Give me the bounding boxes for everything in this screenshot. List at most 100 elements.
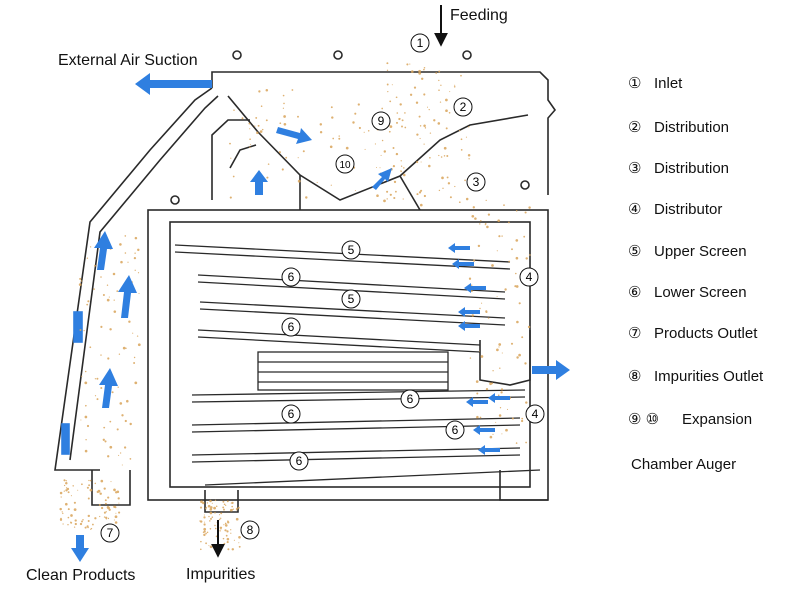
grain-dot: [418, 72, 422, 75]
legend-text: Inlet: [654, 75, 683, 92]
marker-7-text: 7: [107, 526, 114, 540]
marker-5a: 5: [341, 240, 361, 260]
grain-dot: [449, 91, 451, 93]
grain-dot: [81, 375, 83, 377]
grain-dot: [88, 484, 91, 487]
grain-dot: [59, 491, 63, 495]
grain-dot: [433, 119, 436, 122]
grain-dot: [222, 506, 225, 509]
grain-dot: [65, 487, 68, 489]
grain-dot: [227, 548, 230, 551]
part-markers: 1 2 3 4 4 5 5 6 6 6 6 6 6 7 8 9 10: [100, 33, 545, 543]
grain-dot: [498, 235, 501, 238]
grain-dot: [380, 154, 382, 156]
grain-dot: [415, 101, 419, 104]
grain-dot: [266, 176, 269, 179]
grain-dot: [116, 428, 119, 431]
grain-dot: [460, 138, 463, 141]
grain-dot: [497, 394, 500, 397]
grain-dot: [82, 518, 84, 521]
grain-dot: [209, 528, 212, 530]
grain-dot: [61, 511, 63, 513]
grain-dot: [297, 115, 299, 118]
grain-dot: [446, 176, 449, 179]
grain-dot: [126, 399, 129, 403]
grain-dot: [225, 504, 227, 507]
grain-dot: [423, 93, 426, 96]
grain-dot: [514, 285, 517, 288]
grain-dot: [423, 194, 427, 198]
marker-6e-text: 6: [452, 423, 459, 437]
grain-dot: [400, 170, 402, 172]
grain-dot: [200, 548, 202, 551]
grain-dot: [255, 116, 258, 119]
legend-num: ③: [628, 160, 642, 177]
legend-num: ②: [628, 119, 642, 136]
grain-dot: [137, 343, 141, 347]
grain-dot: [521, 336, 524, 339]
grain-dot: [117, 497, 120, 500]
grain-dot: [133, 256, 137, 260]
grain-dot: [505, 428, 508, 432]
grain-dot: [231, 501, 234, 505]
grain-dot: [65, 481, 68, 485]
grain-dot: [524, 362, 527, 365]
legend-text: Products Outlet: [654, 325, 758, 342]
grain-dot: [515, 210, 518, 212]
grain-dot: [528, 206, 531, 209]
grain-dot: [391, 84, 393, 86]
marker-1: 1: [410, 33, 430, 53]
grain-dot: [208, 515, 210, 518]
grain-dot: [420, 189, 423, 192]
legend-num: ④: [628, 201, 642, 218]
grain-dot: [114, 515, 118, 519]
grain-dot: [123, 446, 127, 449]
marker-9: 9: [371, 111, 391, 131]
legend-text: Chamber Auger: [631, 456, 737, 473]
grain-dot: [476, 392, 479, 395]
grain-dot: [227, 520, 229, 523]
grain-dot: [438, 79, 440, 82]
grain-dot: [518, 302, 521, 305]
legend-num: ⑨ ⑩: [628, 411, 660, 428]
grain-dot: [205, 506, 208, 509]
grain-dot: [62, 523, 64, 525]
grain-dot: [205, 542, 207, 545]
grain-dot: [63, 490, 65, 492]
grain-dot: [117, 386, 119, 388]
marker-2: 2: [453, 97, 473, 117]
grain-dot: [129, 422, 132, 426]
grain-dot: [199, 506, 203, 509]
grain-dot: [454, 84, 456, 86]
grain-dot: [418, 191, 422, 194]
grain-dot: [465, 136, 467, 138]
grain-dot: [470, 290, 473, 293]
grain-dot: [114, 521, 118, 524]
grain-dot: [72, 485, 74, 487]
grain-dot: [233, 109, 235, 111]
air-arrow-up-right: [372, 168, 392, 190]
grain-dot: [235, 517, 239, 521]
grain-dot: [285, 156, 288, 159]
grain-dot: [474, 217, 477, 220]
grain-dot: [113, 519, 115, 521]
grain-dot: [429, 132, 432, 134]
grain-dot: [115, 491, 118, 494]
grain-dot: [338, 137, 341, 140]
grain-dot: [87, 497, 90, 500]
grain-dot: [106, 506, 110, 509]
grain-dot: [74, 519, 77, 522]
grain-dot: [209, 545, 213, 549]
grain-dot: [428, 108, 430, 111]
grain-dot: [108, 296, 110, 298]
grain-dot: [103, 511, 106, 514]
grain-dot: [214, 524, 216, 527]
grain-dot: [283, 102, 285, 105]
grain-dot: [230, 532, 232, 534]
grain-dot: [105, 511, 107, 513]
grain-dot: [100, 506, 104, 510]
grain-dot: [224, 522, 227, 525]
grain-dot: [230, 157, 232, 159]
grain-dot: [411, 70, 414, 73]
grain-dot: [302, 150, 305, 153]
